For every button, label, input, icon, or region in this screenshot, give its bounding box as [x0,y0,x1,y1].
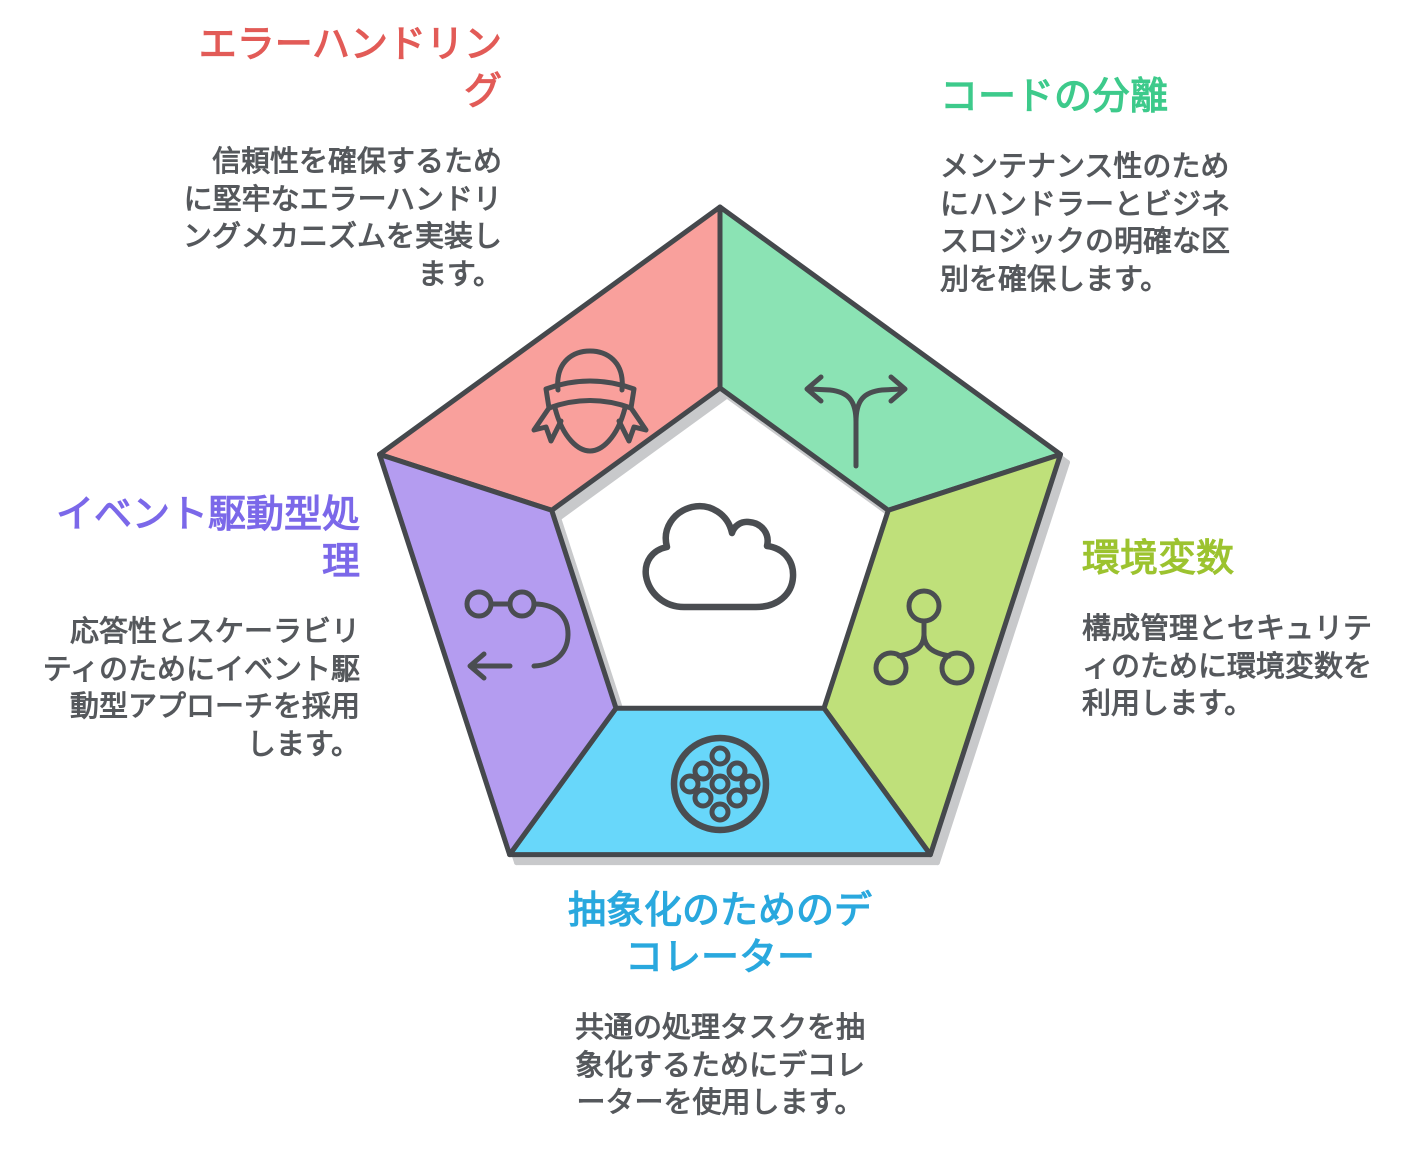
section-title-decorators: 抽象化のためのデ コレーター [567,890,872,979]
section-body-decorators: 共通の処理タスクを抽 象化するためにデコレ ーターを使用します。 [574,1012,865,1119]
section-body-code-separation: メンテナンス性のため にハンドラーとビジネ スロジックの明確な区 別を確保します… [940,151,1231,296]
badge-ribbon-icon [531,348,649,454]
section-environment-variables: 環境変数 構成管理とセキュリテ ィのために環境変数を 利用します。 [1082,536,1416,724]
section-title-environment-variables: 環境変数 [1082,538,1235,580]
section-title-code-separation: コードの分離 [940,76,1169,118]
segment-event-driven [377,451,619,858]
dotted-circle-icon [670,734,770,834]
section-decorators: 抽象化のためのデ コレーター 共通の処理タスクを抽 象化するためにデコレ ーター… [548,888,892,1123]
section-title-error-handling: エラーハンドリン グ [198,24,502,113]
section-error-handling: エラーハンドリン グ 信頼性を確保するため に堅牢なエラーハンドリ ングメカニズ… [168,22,502,294]
flow-arrow-icon [464,589,571,681]
segment-icons [464,348,975,834]
fork-arrows-icon [804,374,908,469]
pentagon-ring [377,204,1063,858]
cloud-icon [642,502,797,611]
hierarchy-nodes-icon [873,588,975,686]
section-code-separation: コードの分離 メンテナンス性のため にハンドラーとビジネ スロジックの明確な区 … [940,74,1270,299]
section-body-error-handling: 信頼性を確保するため に堅牢なエラーハンドリ ングメカニズムを実装し ます。 [182,146,502,291]
section-event-driven: イベント駆動型処 理 応答性とスケーラビリ ティのためにイベント駆 動型アプロー… [26,492,360,764]
section-body-event-driven: 応答性とスケーラビリ ティのためにイベント駆 動型アプローチを採用 します。 [42,616,360,761]
section-title-event-driven: イベント駆動型処 理 [55,494,360,583]
section-body-environment-variables: 構成管理とセキュリテ ィのために環境変数を 利用します。 [1082,613,1373,720]
